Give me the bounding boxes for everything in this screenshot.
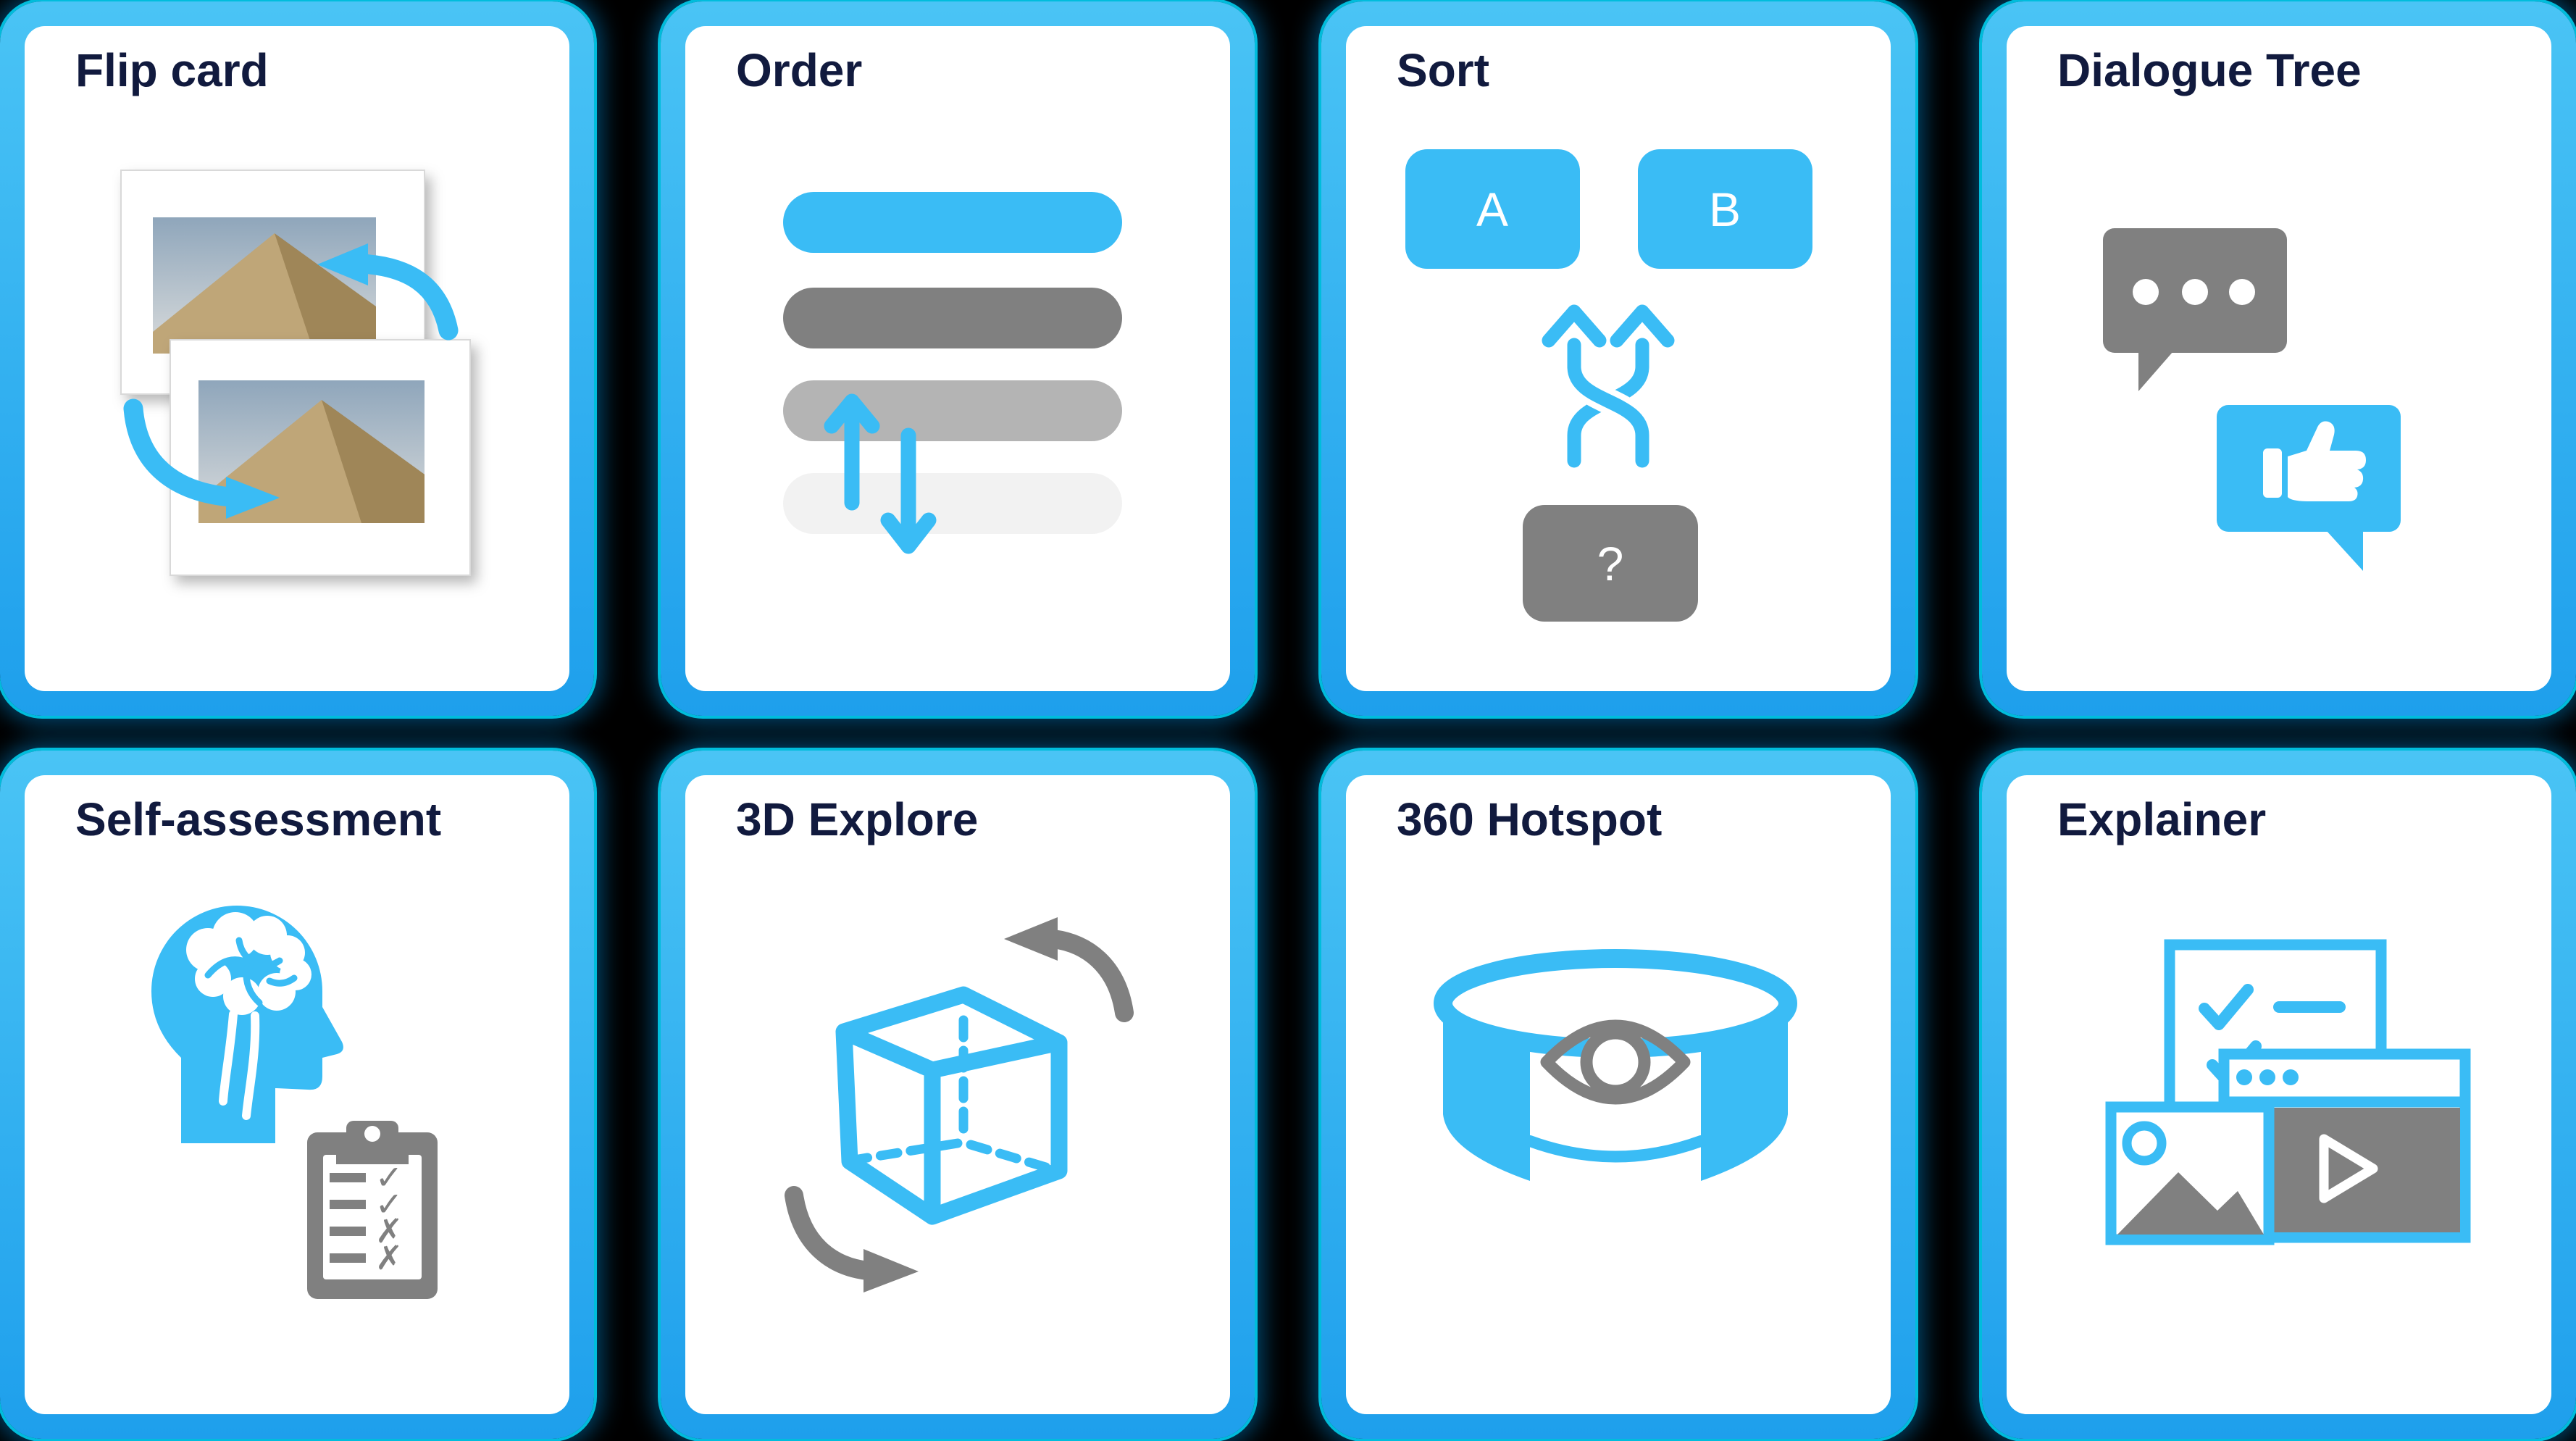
text-line (2273, 1001, 2346, 1013)
card-self-assessment-body: Self-assessment (25, 775, 569, 1414)
cross-icon: ✗ (375, 1238, 403, 1277)
option-b-label: B (1709, 183, 1741, 236)
window-dot (2283, 1069, 2299, 1085)
order-bar-2 (783, 288, 1122, 348)
card-3d-explore-body: 3D Explore (685, 775, 1230, 1414)
unknown-label: ? (1597, 537, 1624, 590)
card-title: 360 Hotspot (1397, 793, 1663, 845)
rotate-arrow-right-icon (785, 1186, 919, 1292)
3d-explore-icon (785, 917, 1134, 1292)
speech-bubble-typing-icon (2103, 228, 2287, 391)
eye-icon (1540, 1019, 1691, 1105)
wireframe-cube-icon (835, 986, 1068, 1225)
option-a-tile: A (1405, 149, 1580, 269)
flip-card-icon (120, 170, 471, 576)
brain-shape (186, 912, 311, 1120)
check-icon (2199, 984, 2254, 1030)
arrow-up-icon (824, 393, 880, 511)
panorama-band-icon (1434, 949, 1797, 1181)
card-title: Order (736, 44, 863, 96)
card-3d-explore[interactable]: 3D Explore (661, 751, 1255, 1439)
pyramid-photo (153, 233, 376, 354)
window-dot (2236, 1069, 2252, 1085)
card-dialogue-tree[interactable]: Dialogue Tree (1982, 1, 2576, 716)
360-hotspot-icon (1434, 949, 1797, 1181)
play-icon (2319, 1134, 2378, 1203)
card-order[interactable]: Order (661, 1, 1255, 716)
option-a-label: A (1476, 183, 1508, 236)
card-title: Sort (1397, 44, 1489, 96)
check-icon: ✓ (375, 1185, 403, 1224)
card-explainer-body: Explainer (2007, 775, 2551, 1414)
order-icon (783, 192, 1122, 554)
card-title: Dialogue Tree (2057, 44, 2362, 96)
card-explainer[interactable]: Explainer (1982, 751, 2576, 1439)
photo-frame-front (170, 339, 471, 576)
card-flip-card[interactable]: Flip card (0, 1, 594, 716)
card-title: Explainer (2057, 793, 2267, 845)
self-assessment-icon: ✓ ✓ ✗ ✗ (151, 906, 438, 1299)
unknown-tile: ? (1523, 505, 1698, 622)
flip-arrow-left-icon (317, 243, 459, 341)
card-dialogue-tree-body: Dialogue Tree (2007, 26, 2551, 691)
card-self-assessment[interactable]: Self-assessment (0, 751, 594, 1439)
list-line (330, 1253, 366, 1263)
order-bar-1 (783, 192, 1122, 253)
sort-icon: A B ? (1405, 149, 1812, 622)
card-flip-card-body: Flip card (25, 26, 569, 691)
list-line (330, 1173, 366, 1182)
card-sort[interactable]: Sort A B ? (1321, 1, 1915, 716)
arrow-down-icon (880, 427, 937, 554)
order-bar-4 (783, 473, 1122, 534)
card-order-body: Order (685, 26, 1230, 691)
checklist-clipboard-icon: ✓ ✓ ✗ ✗ (307, 1121, 438, 1299)
card-title: Self-assessment (75, 793, 442, 845)
rotate-arrow-left-icon (1004, 917, 1134, 1022)
flip-arrow-right-icon (123, 398, 280, 519)
check-icon: ✓ (375, 1158, 403, 1197)
dialogue-tree-icon (2103, 228, 2401, 571)
list-line (330, 1200, 366, 1209)
image-thumbnail-icon (2105, 1101, 2275, 1245)
card-360-hotspot[interactable]: 360 Hotspot (1321, 751, 1915, 1439)
cross-icon: ✗ (375, 1211, 403, 1250)
card-title: Flip card (75, 44, 269, 96)
explainer-icon (2105, 939, 2471, 1245)
shuffle-arrows-icon (1542, 304, 1675, 474)
speech-bubble-thumbs-up-icon (2217, 405, 2401, 571)
head-brain-icon (151, 906, 343, 1143)
window-dot (2259, 1069, 2275, 1085)
card-title: 3D Explore (736, 793, 979, 845)
list-line (330, 1227, 366, 1236)
card-sort-body: Sort A B ? (1346, 26, 1891, 691)
photo-frame-back (120, 170, 425, 395)
option-b-tile: B (1638, 149, 1812, 269)
thumbs-up-icon (2263, 421, 2366, 501)
card-360-hotspot-body: 360 Hotspot (1346, 775, 1891, 1414)
